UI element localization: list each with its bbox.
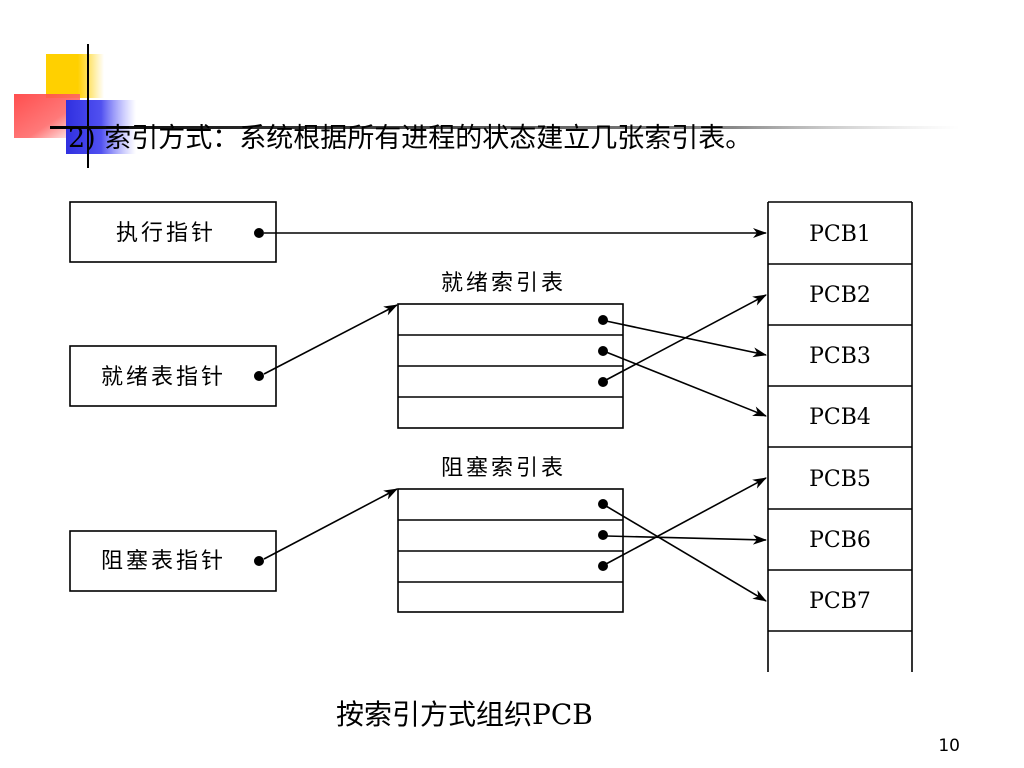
arrow-ready-index-to-pcb4 [605,351,767,417]
page-number: 10 [938,736,960,756]
blocked-index-table [397,488,624,613]
pcb-cell-1: PCB1 [809,222,871,247]
arrow-ready-index-to-pcb2 [605,294,767,381]
ready-index-table [397,303,624,429]
exec-pointer-box [69,201,277,263]
arrow-blocked-index-to-pcb6 [605,534,767,545]
ready-index-dot-2 [598,346,608,356]
pcb-cell-4: PCB4 [809,405,871,430]
blocked-index-title: 阻塞索引表 [441,456,566,481]
arrow-blocked-index-to-pcb7 [605,505,767,602]
diagram-caption: 按索引方式组织PCB [336,698,593,731]
ready-pointer-box [69,345,277,407]
arrow-ready-pointer-to-index [263,304,398,375]
pcb-cell-5: PCB5 [809,467,871,492]
ready-index-dot-3 [598,377,608,387]
arrow-blocked-index-to-pcb5 [605,477,767,565]
pcb-cell-7: PCB7 [809,589,871,614]
pcb-cell-6: PCB6 [809,528,871,553]
page-heading: 2) 索引方式：系统根据所有进程的状态建立几张索引表。 [68,123,752,154]
ready-pointer-dot [254,371,264,381]
pcb-cell-3: PCB3 [809,344,871,369]
blocked-index-dot-3 [598,561,608,571]
exec-pointer-dot [254,228,264,238]
ready-pointer-label: 就绪表指针 [101,365,226,390]
blocked-index-dot-1 [598,499,608,509]
blocked-index-dot-2 [598,530,608,540]
blocked-pointer-label: 阻塞表指针 [101,549,226,574]
pcb-table: PCB1 PCB2 PCB3 PCB4 PCB5 PCB6 PCB7 [767,201,913,672]
exec-pointer-label: 执行指针 [116,221,216,246]
arrow-blocked-pointer-to-index [263,488,398,560]
blocked-pointer-dot [254,556,264,566]
pcb-cell-2: PCB2 [809,283,871,308]
blocked-pointer-box [69,530,277,592]
corner-squares-ornament-icon [14,44,960,168]
ready-index-dot-1 [598,315,608,325]
ready-index-title: 就绪索引表 [441,271,566,296]
